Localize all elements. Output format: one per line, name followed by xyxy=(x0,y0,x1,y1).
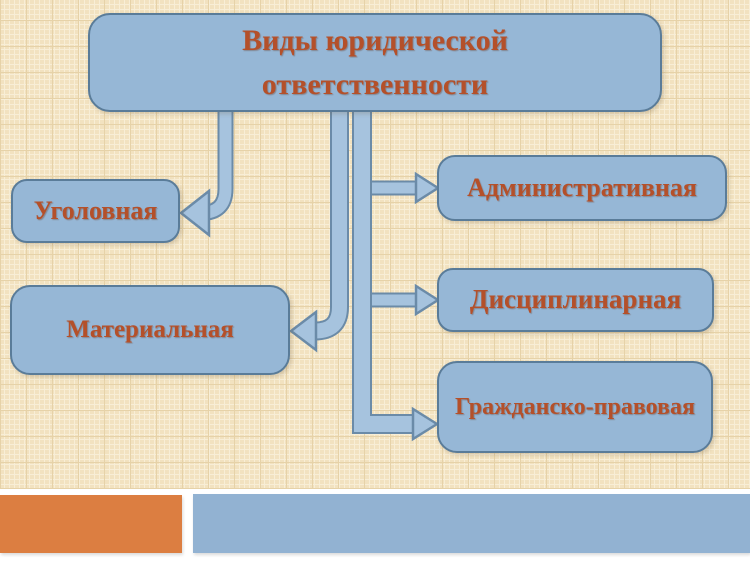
node-grazhdansko-pravovaya-label: Гражданско-правовая xyxy=(455,393,695,420)
arrowhead-grazhdansko xyxy=(411,406,440,442)
node-administrativnaya-label: Административная xyxy=(467,173,697,203)
footer-bar-orange xyxy=(0,495,182,553)
title-text: Виды юридической ответственности xyxy=(242,24,508,101)
connector-arrows xyxy=(178,108,441,442)
arrowhead-disciplinarnaya xyxy=(414,283,441,317)
node-ugolovnaya-label: Уголовная xyxy=(33,196,158,226)
node-ugolovnaya: Уголовная xyxy=(11,179,180,243)
node-administrativnaya: Административная xyxy=(437,155,727,221)
node-materialnaya: Материальная xyxy=(10,285,290,375)
arrowhead-materialnaya xyxy=(288,309,318,353)
node-disciplinarnaya-label: Дисциплинарная xyxy=(469,284,682,315)
arrowhead-ugolovnaya xyxy=(178,188,211,238)
connector-elbow-materialnaya xyxy=(311,108,349,341)
footer-bar-blue xyxy=(193,494,750,553)
node-disciplinarnaya: Дисциплинарная xyxy=(437,268,714,332)
node-materialnaya-label: Материальная xyxy=(66,315,234,343)
node-grazhdansko-pravovaya: Гражданско-правовая xyxy=(437,361,713,453)
title-box: Виды юридической ответственности xyxy=(88,13,662,112)
connector-trunk xyxy=(352,108,419,434)
arrowhead-administrativnaya xyxy=(414,171,441,205)
